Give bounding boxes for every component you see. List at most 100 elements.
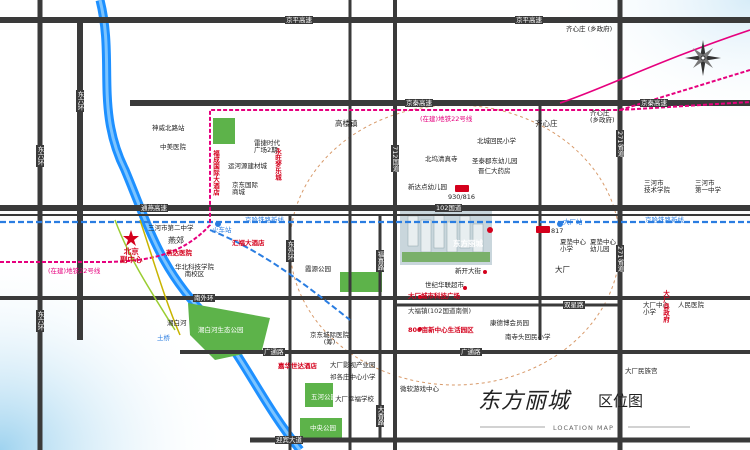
place-dachang: 大厂 xyxy=(555,265,570,274)
yellow-road xyxy=(139,219,181,336)
road-label-271: 271省道 xyxy=(616,130,624,158)
rail-label: 京哈铁路新线 xyxy=(645,216,684,224)
compass-icon xyxy=(685,40,721,76)
road-label-east6-3: 东六环 xyxy=(36,310,44,332)
station-dachang: 大厂站 xyxy=(563,218,583,226)
station-huochezhan: 火车站 xyxy=(212,226,232,234)
road-label-712: 712国道 xyxy=(391,145,399,173)
park-label-wuhe: 五河公园 xyxy=(311,393,337,401)
road-label-guangtong-2: 广通路 xyxy=(460,348,482,356)
place-qixin-top: 齐心庄 (乡政府) xyxy=(566,25,613,33)
place-leiting: 雷捷时代 广场2期 xyxy=(254,139,280,154)
place-shiji: 世纪华联超市 xyxy=(425,281,464,289)
park-luyuan xyxy=(340,272,382,292)
poi-markers xyxy=(418,270,487,331)
road-label-102: 102国道 xyxy=(435,204,463,212)
place-qixin-gov: 齐心庄 (乡政府) xyxy=(590,109,615,124)
place-xingfu: 大厂幸福学校 xyxy=(335,395,374,403)
place-dachang-rm: 大厂民族宫 xyxy=(625,367,658,375)
park-chaobai xyxy=(188,303,270,360)
place-dafu: 大福镇(102国道南侧) xyxy=(408,307,471,315)
road-label-jingqin-2: 京秦高速 xyxy=(640,99,668,107)
road-label-east-ring: 东外环 xyxy=(286,240,294,262)
metro-line-22-east xyxy=(619,69,750,111)
road-label-fuxi: 福喜路 xyxy=(376,250,384,272)
place-yingshi: 大厂影视产业园 xyxy=(330,361,376,369)
road-label-jingping: 京平高速 xyxy=(285,16,313,24)
place-qixinzhuang: 齐心庄 xyxy=(535,119,558,128)
place-hospital: 人民医院 xyxy=(678,301,704,309)
site-pin-icon xyxy=(487,227,493,233)
bus-icon-2 xyxy=(536,226,550,233)
place-chaobai-label: 潮白河 xyxy=(167,319,187,327)
place-jinren: 晋仁大药房 xyxy=(478,167,511,175)
bus-route-1: 930/816 xyxy=(448,193,476,201)
park-central xyxy=(300,418,342,438)
green-road xyxy=(114,219,176,331)
map-title-suffix: 区位图 xyxy=(598,392,644,410)
road-label-guangtong: 广通路 xyxy=(263,348,285,356)
place-800mu: 800亩新中心生活园区 xyxy=(408,326,474,334)
site-buildings xyxy=(402,213,490,262)
place-sanhe-school: 三河市第二中学 xyxy=(148,224,194,232)
road-label-east6-2: 东六环 xyxy=(36,145,44,167)
metro-label-22a: (在建)地铁22号线 xyxy=(48,267,101,275)
place-yuying: 霞源公园 xyxy=(305,265,331,273)
metro-curve-tr xyxy=(559,29,750,104)
park-label-central: 中央公园 xyxy=(310,424,336,432)
place-huifu: 汇福大酒店 xyxy=(232,239,265,247)
place-kangde: 康德博会员园 xyxy=(490,319,529,327)
road-label-tongyan: 通燕高速 xyxy=(140,204,168,212)
place-yanda: 燕达医院 xyxy=(166,249,192,257)
place-zhongmei: 中美医院 xyxy=(160,143,186,151)
park-wuhe xyxy=(305,383,333,407)
road-label-jingping-2: 京平高速 xyxy=(515,16,543,24)
place-nansi: 南寺头回民小学 xyxy=(505,333,551,341)
road-label-east6: 东六环 xyxy=(76,90,84,112)
metro-label-22b: (在建)地铁22号线 xyxy=(420,115,473,123)
place-xiadian-kg: 夏垫中心 幼儿园 xyxy=(590,238,616,253)
map-subtitle: LOCATION MAP xyxy=(553,424,614,432)
rail-label-2: 京哈铁路新线 xyxy=(245,216,284,224)
place-weiruan: 微软游戏中心 xyxy=(400,385,439,393)
road-label-south-ring: 南外环 xyxy=(193,294,215,302)
bus-icon xyxy=(455,185,469,192)
place-qige: 祁各庄中心小学 xyxy=(330,373,376,381)
rail-branch xyxy=(209,229,351,321)
map-title: 东方丽城 xyxy=(478,389,571,414)
river-highlight xyxy=(98,0,302,450)
bus-route-2: 817 xyxy=(551,227,564,235)
place-sanhe-tech: 三河市 技术学院 xyxy=(644,179,670,194)
road-label-271-2: 271省道 xyxy=(616,245,624,273)
place-xinkai: 新开大街 xyxy=(455,267,481,275)
place-dachang-gov: 大厂县政府 xyxy=(661,290,670,323)
place-dachang-mid: 大厂中心 小学 xyxy=(643,301,669,316)
place-huabei: 华北科技学院 南校区 xyxy=(175,263,214,278)
road-label-shuangxing: 双星路 xyxy=(563,301,585,309)
place-yunhe: 运河源建材城 xyxy=(228,162,267,170)
place-shengtai: 圣泰郡东幼儿园 xyxy=(472,157,518,165)
place-yongwang: 永旺梦乐城 xyxy=(273,148,282,181)
station-markers xyxy=(215,221,563,227)
beijing-subcenter-label: 北京 副中心 xyxy=(120,247,143,264)
place-xinda: 新达点幼儿园 xyxy=(408,183,447,191)
place-tuqiao: 土桥 xyxy=(157,334,170,342)
road-label-yingbin: 迎宾大道 xyxy=(275,436,303,444)
place-yanjiao: 燕郊 xyxy=(168,236,184,245)
place-sanhe-first: 三河市 第一中学 xyxy=(695,179,721,194)
place-xiadian-mid: 夏垫中心 小学 xyxy=(560,238,586,253)
place-jingdong-hospital: 京东城际医院 (筹) xyxy=(310,331,349,346)
place-keji: 大厂城市科技广场 xyxy=(408,292,460,300)
park-label-chaobai: 潮白河生态公园 xyxy=(198,326,244,334)
place-gaolou: 高楼镇 xyxy=(335,119,358,128)
road-label-daxiang: 大香路 xyxy=(376,405,384,427)
place-shenwei: 神威北路站 xyxy=(152,124,185,132)
place-fucheng: 福成国际大酒店 xyxy=(211,150,220,196)
road-label-jingqin: 京秦高速 xyxy=(405,99,433,107)
place-jingdong: 京东国际 商城 xyxy=(232,181,258,196)
place-jiahua: 嘉华世达酒店 xyxy=(278,362,317,370)
place-beicheng: 北城回民小学 xyxy=(477,137,516,145)
site-label: 东方丽城 xyxy=(453,239,483,248)
